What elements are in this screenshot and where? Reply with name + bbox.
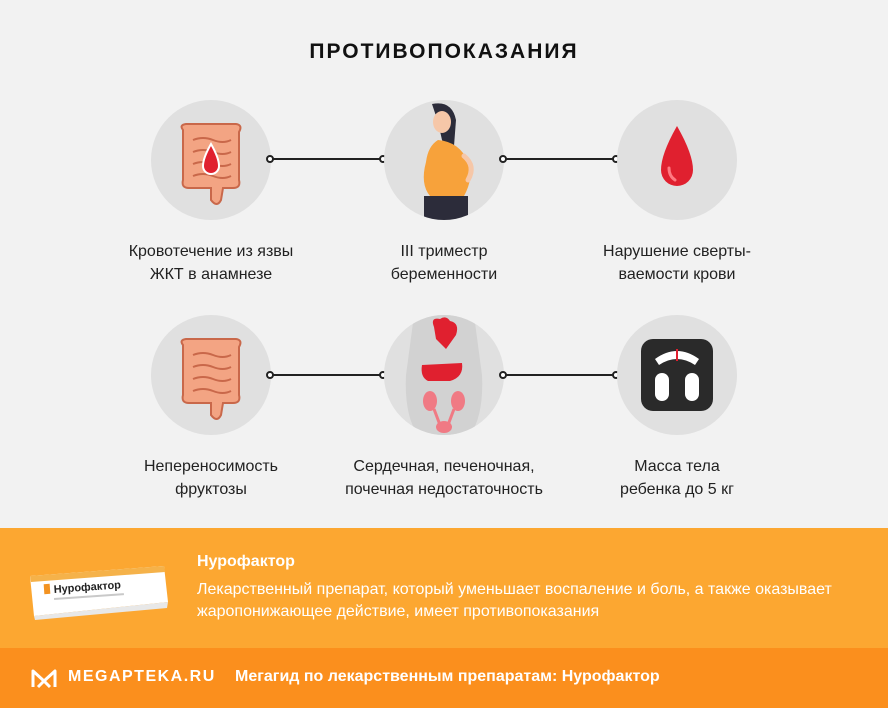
intestine-blood-icon (180, 123, 242, 205)
caption-line: ЖКТ в анамнезе (149, 266, 273, 283)
caption-3: Нарушение сверты- ваемости крови (567, 240, 787, 286)
product-description: Лекарственный препарат, который уменьшае… (197, 581, 832, 620)
connector-dot (499, 155, 507, 163)
megapteka-logo-icon (31, 669, 57, 689)
caption-1: Кровотечение из язвы ЖКТ в анамнезе (101, 240, 321, 286)
caption-line: Нарушение сверты- (603, 243, 751, 260)
circle-intestine (151, 315, 271, 435)
footer-logo-text[interactable]: MEGAPTEKA.RU (68, 668, 216, 685)
pregnant-woman-icon (423, 103, 474, 220)
connector-5-6 (504, 374, 616, 376)
page-title: ПРОТИВОПОКАЗАНИЯ (309, 40, 579, 63)
caption-2: III триместр беременности (334, 240, 554, 286)
caption-line: беременности (390, 266, 498, 283)
caption-line: Сердечная, печеночная, (353, 458, 535, 475)
product-name: Нурофактор (197, 553, 295, 570)
product-box-label: Нурофактор (53, 579, 121, 596)
caption-line: III триместр (400, 243, 488, 260)
caption-6: Масса тела ребенка до 5 кг (567, 455, 787, 501)
connector-dot (266, 371, 274, 379)
caption-5: Сердечная, печеночная, почечная недостат… (319, 455, 569, 501)
caption-line: фруктозы (175, 481, 247, 498)
circle-scale (617, 315, 737, 435)
caption-4: Непереносимость фруктозы (101, 455, 321, 501)
caption-line: ваемости крови (618, 266, 736, 283)
circle-blood-drop (617, 100, 737, 220)
product-box-icon: Нурофактор (30, 566, 168, 620)
connector-4-5 (271, 374, 383, 376)
connector-dot (266, 155, 274, 163)
circle-pregnancy (384, 100, 504, 220)
circle-organs (384, 315, 504, 435)
caption-line: Кровотечение из язвы (128, 243, 294, 260)
caption-line: почечная недостаточность (345, 481, 543, 498)
connector-2-3 (504, 158, 616, 160)
caption-line: Масса тела (634, 458, 720, 475)
scale-icon (641, 339, 713, 411)
caption-line: ребенка до 5 кг (620, 481, 734, 498)
organs-icon (405, 315, 483, 435)
footer (0, 648, 888, 708)
intestine-icon (180, 338, 242, 420)
circle-intestine-blood (151, 100, 271, 220)
connector-1-2 (271, 158, 383, 160)
caption-line: Непереносимость (143, 458, 279, 475)
connector-dot (499, 371, 507, 379)
blood-drop-icon (661, 126, 693, 186)
footer-tagline: Мегагид по лекарственным препаратам: Нур… (235, 668, 660, 685)
